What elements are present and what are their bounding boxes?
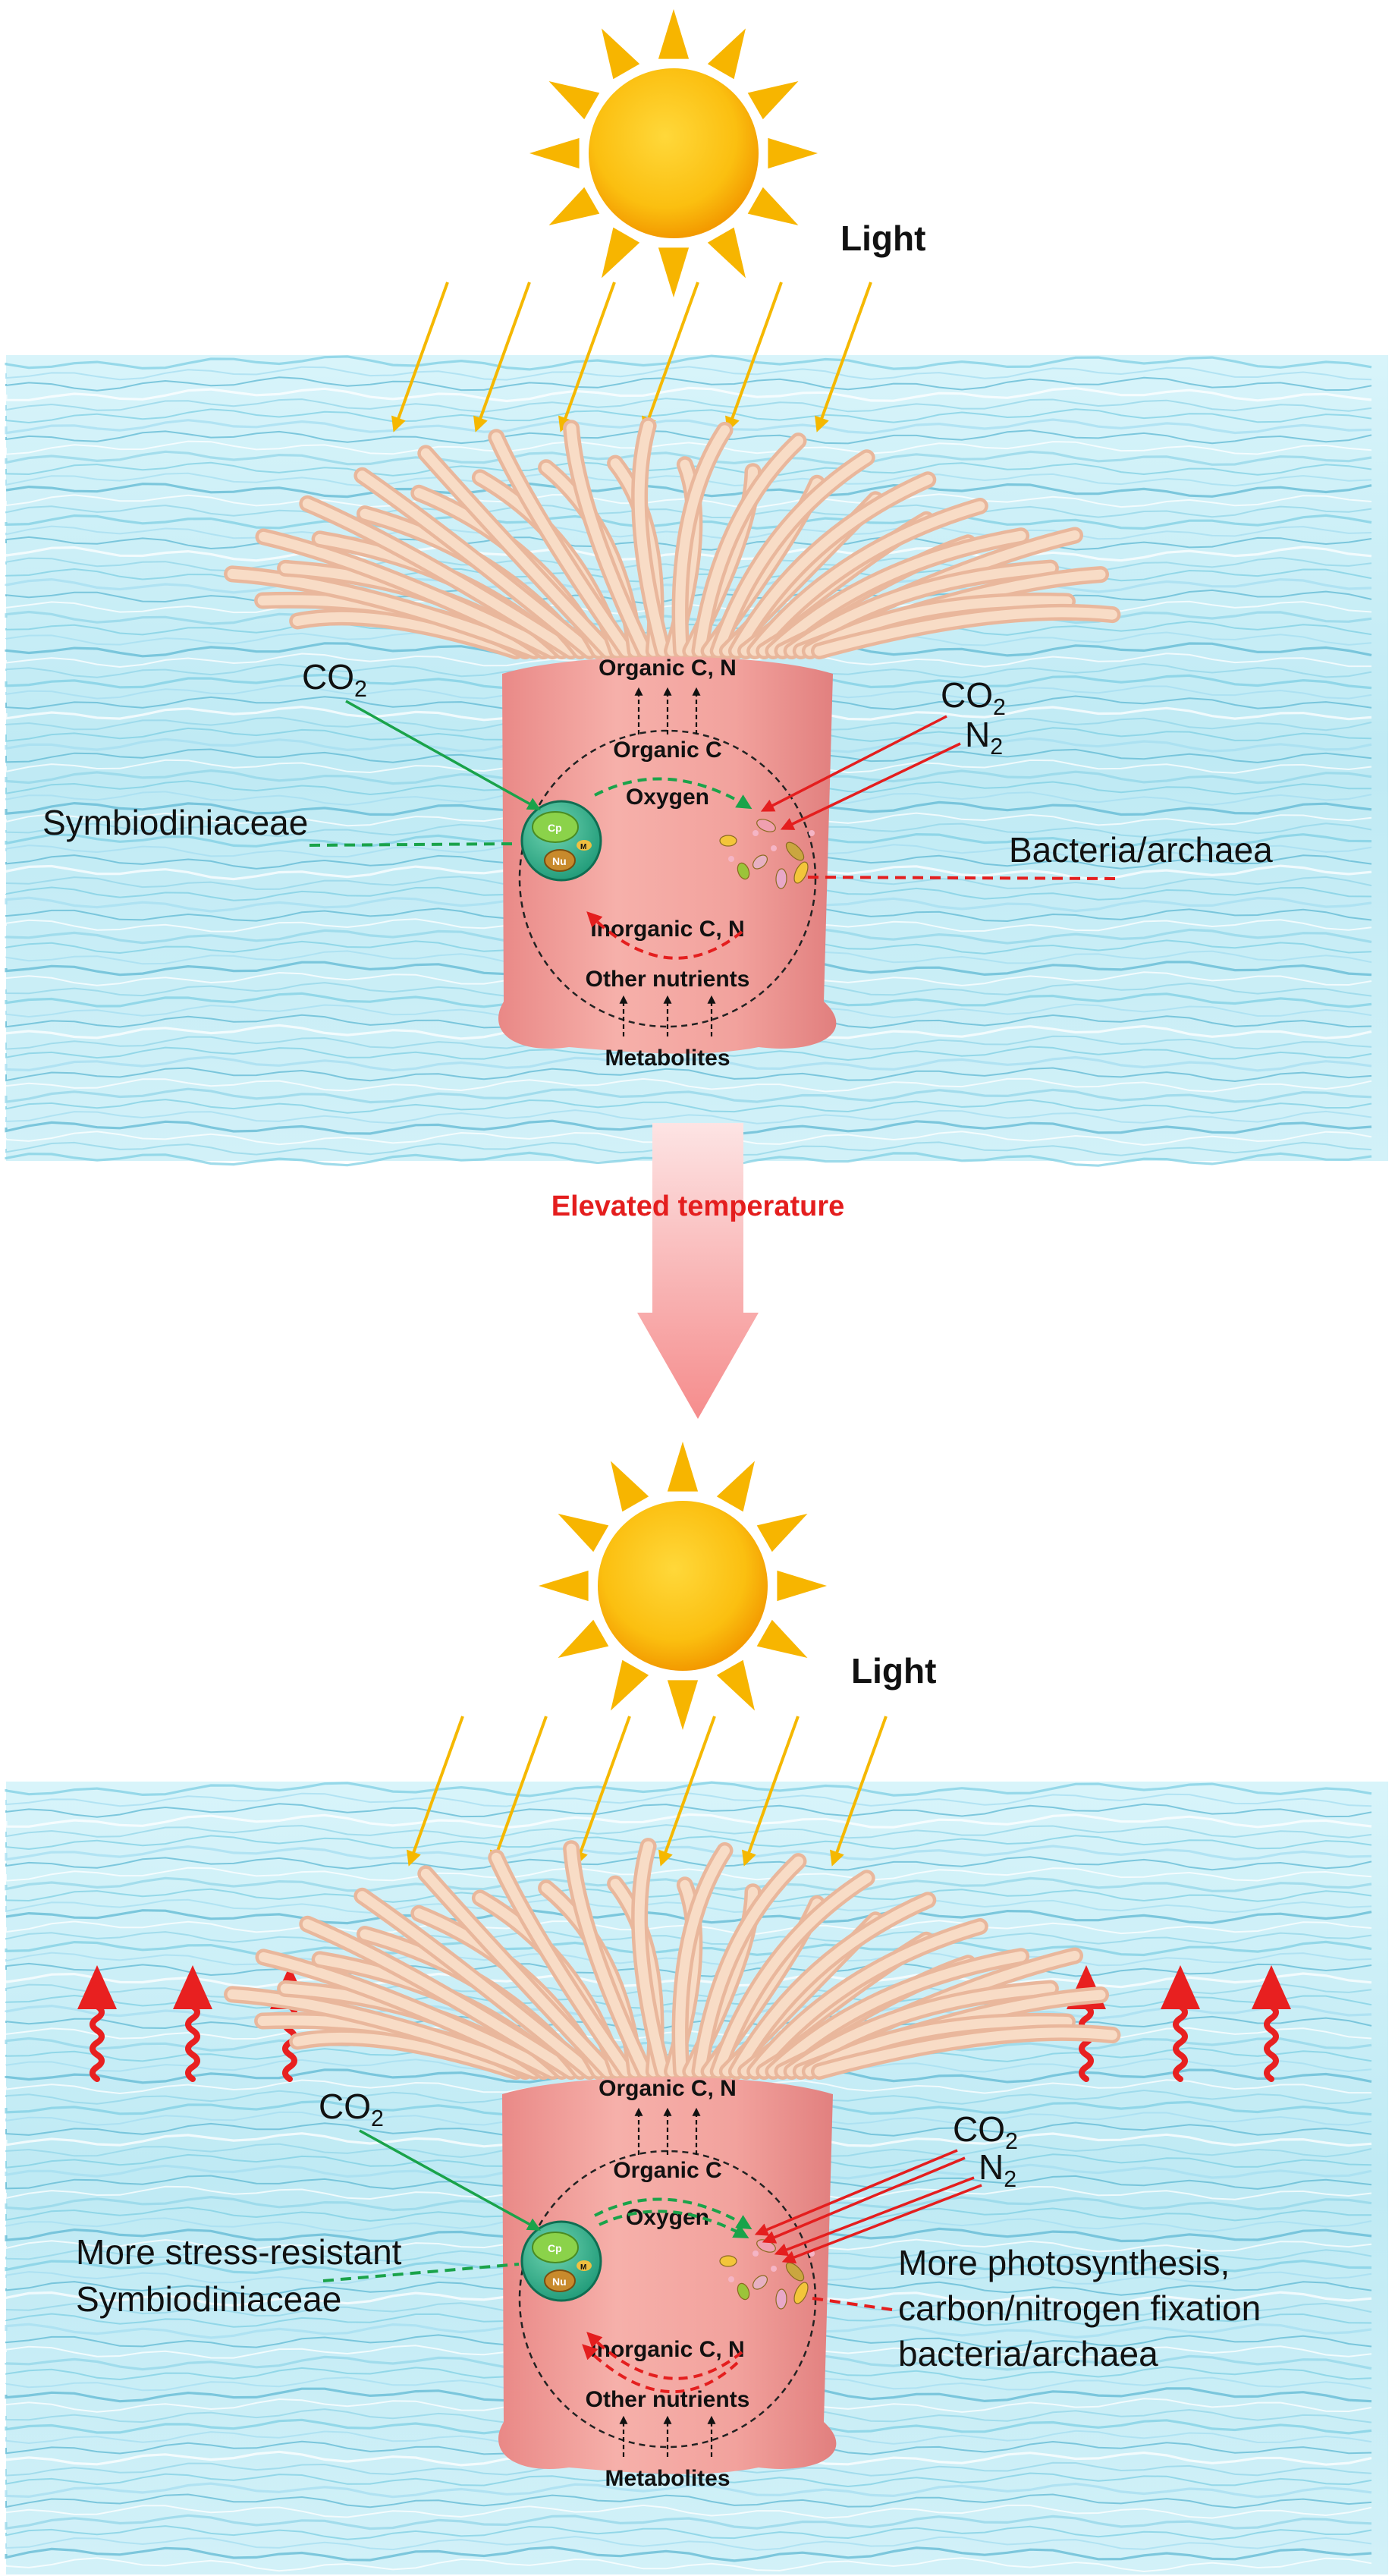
anemone-body [498,656,837,1054]
oxygen-label: Oxygen [626,785,709,810]
symbiodiniaceae-label: Symbiodiniaceae [42,803,308,842]
other-nutrients-label: Other nutrients [586,967,750,992]
organic-cn-label: Organic C, N [599,2076,737,2101]
stress-resistant-label-line2: Symbiodiniaceae [76,2279,341,2319]
light-label: Light [840,219,925,258]
bottom-panel: Light Organic C, N Organic C OxygenInorgan… [5,1442,1388,2574]
co2-left-label: CO2 [302,657,367,702]
stress-resistant-label-line1: More stress-resistant [76,2232,402,2272]
top-panel: Light Organic C, N Organic C OxygenInorgan… [5,9,1388,1168]
metabolites-label: Metabolites [605,1046,730,1071]
other-nutrients-label: Other nutrients [586,2387,750,2412]
n2-right-label: N2 [965,715,1003,760]
organic-c-label: Organic C [613,738,721,763]
light-rays-top [391,282,872,432]
nucleus-label: Nu [552,2276,567,2288]
light-rays-bottom [407,1716,888,1867]
transition: Elevated temperature [551,1123,845,1419]
bacteria-cluster-icon [719,819,815,889]
co2-left-label: CO2 [319,2087,384,2131]
bacteria-label-line1: More photosynthesis, [898,2243,1230,2282]
bacteria-label-line3: bacteria/archaea [898,2334,1158,2373]
sun-icon [529,9,818,297]
organic-cn-label: Organic C, N [599,656,737,681]
inorganic-cn-label: Inorganic C, N [590,2337,744,2362]
mitochondria-label: M [580,2263,586,2272]
tentacles [224,417,1121,659]
co2-right-label: CO2 [941,675,1006,720]
organic-c-label: Organic C [613,2158,721,2183]
inorganic-cn-label: Inorganic C, N [590,917,744,942]
anemone-body [498,2077,837,2474]
sun-icon [539,1442,827,1730]
bacteria-archaea-label: Bacteria/archaea [1009,830,1273,870]
elevated-temperature-label: Elevated temperature [551,1190,845,1222]
mitochondria-label: M [580,843,586,851]
chloroplast-label: Cp [548,2242,562,2254]
bacteria-label-line2: carbon/nitrogen fixation [898,2288,1261,2328]
metabolites-label: Metabolites [605,2466,730,2491]
oxygen-label: Oxygen [626,2205,709,2230]
light-label: Light [851,1651,936,1691]
n2-right-label: N2 [979,2147,1016,2192]
elevated-temperature-arrow [637,1123,759,1419]
chloroplast-label: Cp [548,822,562,834]
tentacles [224,1838,1121,2080]
nucleus-label: Nu [552,855,567,867]
co2-right-label: CO2 [953,2109,1018,2154]
